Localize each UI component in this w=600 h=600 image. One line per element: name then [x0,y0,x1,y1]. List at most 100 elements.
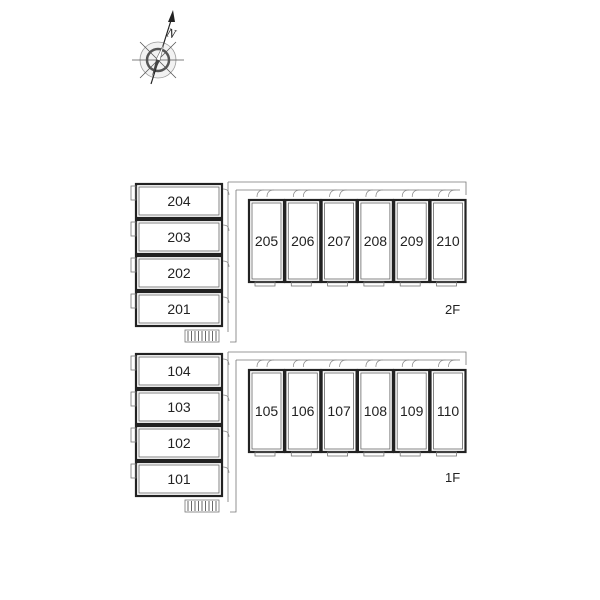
unit-number: 107 [327,403,351,419]
unit-201 [134,290,224,328]
door-icon [329,189,347,198]
unit-inner-wall [138,294,220,324]
unit-inner-wall [433,202,463,280]
balcony [436,451,457,457]
door-icon [365,189,383,198]
unit-number: 104 [167,363,191,379]
unit-110 [429,368,467,454]
unit-number: 205 [255,233,279,249]
door-icon [438,359,456,368]
door-icon [222,260,230,268]
door-icon [365,359,383,368]
balcony [290,281,312,287]
unit-number: 102 [167,435,191,451]
unit-inner-wall [138,392,220,422]
door-icon [222,358,230,366]
unit-number: 106 [291,403,315,419]
unit-inner-wall [360,372,391,450]
unit-number: 210 [436,233,460,249]
door-icon [292,359,311,368]
compass-rose-icon [132,10,184,85]
north-label: N [164,24,179,42]
balcony [130,427,137,443]
unit-inner-wall [396,202,427,280]
unit-number: 207 [327,233,351,249]
unit-number: 206 [291,233,315,249]
balcony [436,281,457,287]
door-icon [222,296,230,304]
balcony [327,451,349,457]
door-icon [401,189,420,198]
unit-inner-wall [138,428,220,458]
balcony [130,221,137,237]
unit-number: 201 [167,301,191,317]
unit-number: 108 [364,403,388,419]
unit-203 [134,218,224,256]
unit-inner-wall [324,372,355,450]
unit-number: 204 [167,193,191,209]
door-icon [222,430,230,438]
stairs [184,499,220,513]
balcony [399,451,421,457]
door-icon [256,359,275,368]
balcony [327,281,349,287]
door-icon [438,189,456,198]
balcony [399,281,421,287]
unit-107 [320,368,358,454]
unit-204 [134,182,224,220]
door-icon [329,359,347,368]
unit-103 [134,388,224,426]
unit-number: 103 [167,399,191,415]
unit-inner-wall [396,372,427,450]
door-icon [401,359,420,368]
unit-number: 105 [255,403,279,419]
balcony [130,185,137,201]
unit-inner-wall [287,202,318,280]
unit-inner-wall [138,186,220,216]
corridor-outline [230,360,237,513]
unit-inner-wall [138,464,220,494]
balcony [130,391,137,407]
unit-number: 101 [167,471,191,487]
unit-number: 209 [400,233,424,249]
unit-inner-wall [138,222,220,252]
unit-inner-wall [360,202,391,280]
balcony [254,451,276,457]
door-icon [222,224,230,232]
unit-number: 110 [437,403,460,419]
corridor-outline [230,190,237,343]
balcony [130,257,137,273]
unit-209 [393,198,431,284]
unit-101 [134,460,224,498]
unit-206 [284,198,322,284]
door-icon [222,394,230,402]
unit-number: 109 [400,403,424,419]
unit-inner-wall [138,356,220,386]
unit-207 [320,198,358,284]
corridor-outline [228,351,467,365]
unit-number: 208 [364,233,388,249]
balcony [363,451,385,457]
door-icon [222,466,230,474]
floor-2f: 204 203 202 201 205 206 207 208 209 210 2F [130,181,467,343]
stairs [184,329,220,343]
floor-label: 2F [445,302,460,317]
door-icon [256,189,275,198]
unit-inner-wall [324,202,355,280]
balcony [130,463,137,479]
balcony [290,451,312,457]
unit-number: 202 [167,265,191,281]
door-icon [222,188,230,196]
unit-number: 203 [167,229,191,245]
corridor-outline [228,181,467,195]
unit-inner-wall [251,202,282,280]
unit-104 [134,352,224,390]
unit-108 [356,368,394,454]
balcony [130,293,137,309]
floor-1f: 104 103 102 101 105 106 107 108 109 110 1F [130,351,467,513]
balcony [363,281,385,287]
balcony [254,281,276,287]
door-icon [292,189,311,198]
unit-208 [356,198,394,284]
floor-label: 1F [445,470,460,485]
